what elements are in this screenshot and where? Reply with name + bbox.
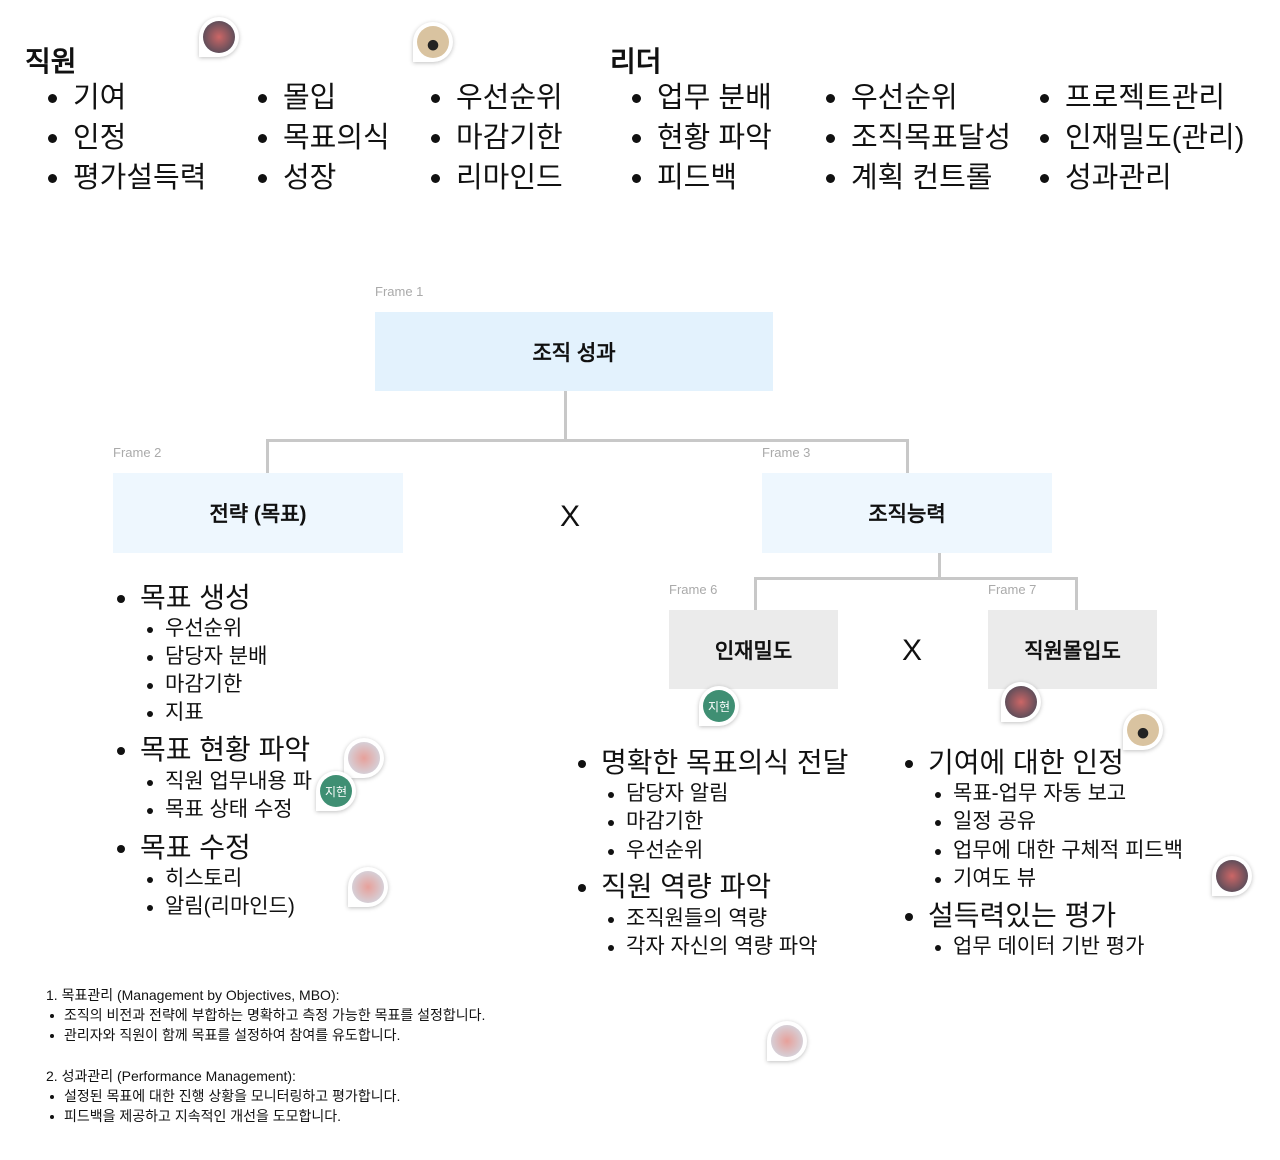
- list-subitem: 우선순위: [607, 837, 703, 865]
- connector: [754, 577, 757, 610]
- list-heading: 목표 수정: [117, 832, 251, 863]
- note-item: 피드백을 제공하고 지속적인 개선을 도모합니다.: [46, 1106, 341, 1126]
- note-mbo-heading: 1. 목표관리 (Management by Objectives, MBO):: [46, 987, 340, 1003]
- list-subitem: 지표: [147, 699, 204, 727]
- leader-list-item: 현황 파악: [632, 118, 772, 158]
- list-subitem: 기여도 뷰: [934, 865, 1036, 893]
- employee-list-item: 목표의식: [258, 118, 390, 158]
- list-subitem: 마감기한: [607, 808, 703, 836]
- frame-title: 직원몰입도: [1024, 639, 1121, 663]
- user-cursor-jihyun: 지현: [316, 771, 356, 811]
- list-heading: 목표 생성: [117, 582, 251, 613]
- list-subitem: 히스토리: [146, 865, 242, 893]
- frame-strategy[interactable]: 전략 (목표): [113, 473, 403, 553]
- list-heading: 명확한 목표의식 전달: [577, 747, 849, 778]
- user-cursor-avatar: [344, 738, 384, 778]
- employee-list-item: 인정: [47, 118, 126, 158]
- connector: [906, 439, 909, 473]
- note-item: 관리자와 직원이 함께 목표를 설정하여 참여를 유도합니다.: [46, 1025, 400, 1045]
- list-subitem: 담당자 분배: [146, 643, 267, 671]
- employee-list-item: 몰입: [257, 78, 336, 118]
- employee-heading: 직원: [25, 46, 77, 77]
- frame-engagement[interactable]: 직원몰입도: [988, 610, 1157, 689]
- list-subitem: 업무에 대한 구체적 피드백: [934, 837, 1183, 865]
- employee-list-item: 리마인드: [431, 158, 563, 198]
- user-cursor-avatar: [767, 1021, 807, 1061]
- x-operator: X: [560, 500, 581, 533]
- x-operator: X: [902, 634, 923, 667]
- list-subitem: 조직원들의 역량: [607, 905, 767, 933]
- user-cursor-avatar: [413, 22, 453, 62]
- frame1-label: Frame 1: [375, 284, 424, 299]
- connector: [266, 439, 909, 442]
- note-item: 조직의 비전과 전략에 부합하는 명확하고 측정 가능한 목표를 설정합니다.: [46, 1005, 485, 1025]
- user-cursor-jihyun: 지현: [699, 686, 739, 726]
- frame3-label: Frame 3: [762, 445, 811, 460]
- connector: [754, 577, 1078, 580]
- list-subitem: 우선순위: [146, 615, 242, 643]
- leader-list-item: 성과관리: [1040, 158, 1172, 198]
- user-cursor-avatar: [199, 17, 239, 57]
- list-subitem: 일정 공유: [934, 808, 1036, 836]
- user-cursor-avatar: [348, 867, 388, 907]
- connector: [1075, 577, 1078, 610]
- user-cursor-avatar: [1212, 856, 1252, 896]
- leader-list-item: 업무 분배: [632, 78, 772, 118]
- frame-title: 전략 (목표): [209, 503, 307, 526]
- frame-title: 조직 성과: [532, 341, 616, 365]
- leader-heading: 리더: [610, 46, 662, 77]
- frame2-label: Frame 2: [113, 445, 162, 460]
- user-cursor-avatar: [1001, 682, 1041, 722]
- list-heading: 기여에 대한 인정: [905, 747, 1124, 778]
- frame7-label: Frame 7: [988, 582, 1037, 597]
- employee-list-item: 우선순위: [431, 78, 563, 118]
- note-item: 설정된 목표에 대한 진행 상황을 모니터링하고 평가합니다.: [46, 1086, 400, 1106]
- list-subitem: 마감기한: [146, 671, 242, 699]
- user-cursor-avatar: [1123, 710, 1163, 750]
- leader-list-item: 우선순위: [826, 78, 958, 118]
- connector: [266, 439, 269, 473]
- list-subitem: 알림(리마인드): [147, 893, 295, 921]
- employee-list-item: 성장: [257, 158, 336, 198]
- leader-list-item: 조직목표달성: [825, 118, 1011, 158]
- leader-list-item: 피드백: [631, 158, 737, 198]
- list-subitem: 목표-업무 자동 보고: [934, 780, 1126, 808]
- list-subitem: 직원 업무내용 파: [147, 768, 312, 796]
- employee-list-item: 마감기한: [431, 118, 563, 158]
- list-heading: 직원 역량 파악: [577, 871, 772, 902]
- employee-list-item: 기여: [47, 78, 126, 118]
- list-subitem: 업무 데이터 기반 평가: [934, 933, 1144, 961]
- list-subitem: 각자 자신의 역량 파악: [607, 933, 817, 961]
- leader-list-item: 프로젝트관리: [1039, 78, 1225, 118]
- leader-list-item: 인재밀도(관리): [1039, 118, 1244, 158]
- frame-talent-density[interactable]: 인재밀도: [669, 610, 838, 689]
- connector: [938, 553, 941, 579]
- list-heading: 목표 현황 파악: [116, 734, 311, 765]
- frame-org-capability[interactable]: 조직능력: [762, 473, 1052, 553]
- connector: [564, 391, 567, 441]
- note-pm-heading: 2. 성과관리 (Performance Management):: [46, 1068, 296, 1084]
- frame6-label: Frame 6: [669, 582, 718, 597]
- frame-org-performance[interactable]: 조직 성과: [375, 312, 773, 391]
- list-subitem: 담당자 알림: [607, 780, 728, 808]
- frame-title: 조직능력: [868, 503, 946, 526]
- employee-list-item: 평가설득력: [47, 158, 206, 198]
- frame-title: 인재밀도: [714, 639, 793, 663]
- list-subitem: 목표 상태 수정: [147, 796, 293, 824]
- leader-list-item: 계획 컨트롤: [825, 158, 992, 198]
- list-heading: 설득력있는 평가: [904, 900, 1117, 931]
